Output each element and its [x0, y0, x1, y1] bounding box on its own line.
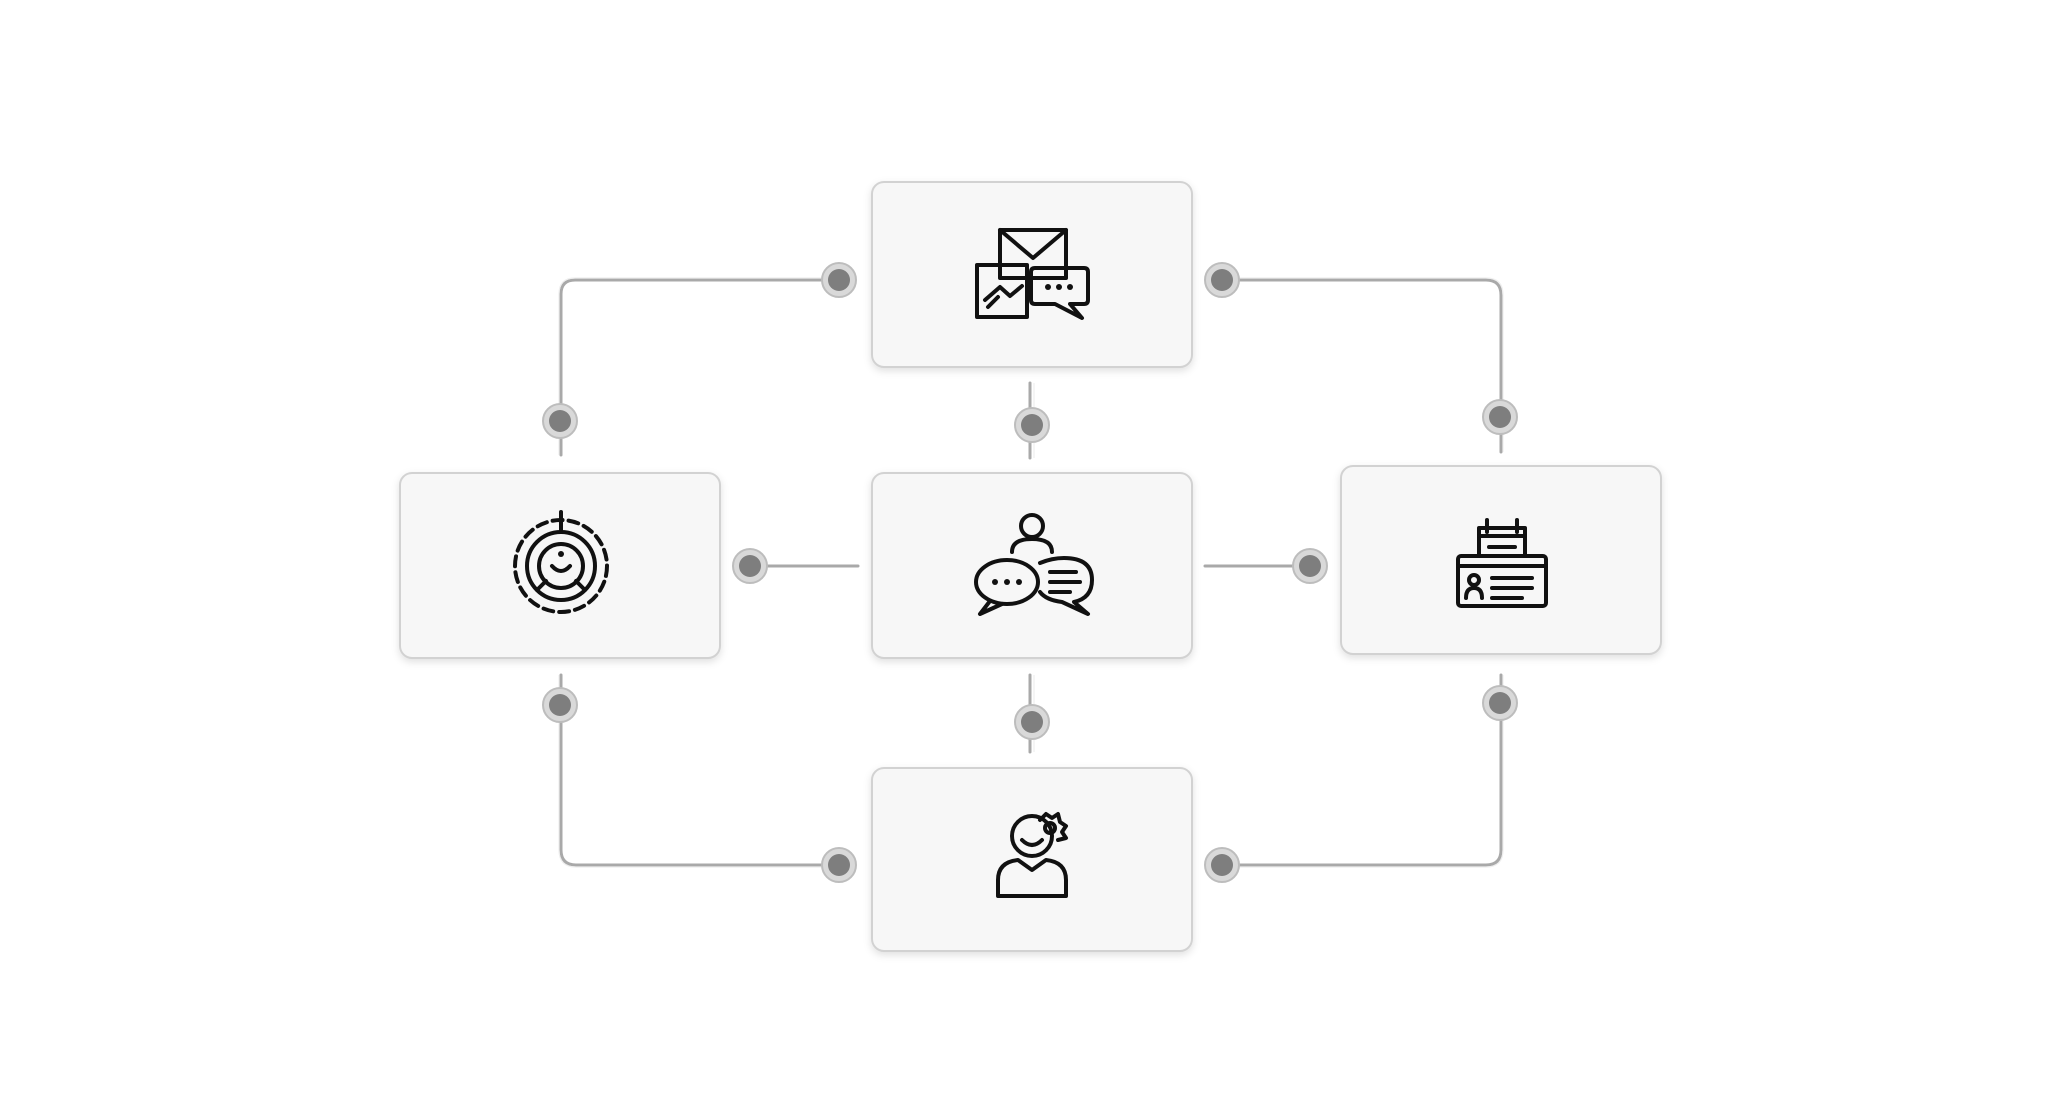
- cards: [399, 181, 1662, 952]
- node-left-lower: [542, 687, 578, 723]
- connector-top-left: [559, 278, 837, 457]
- node-top-right: [1204, 262, 1240, 298]
- node-left-center: [732, 548, 768, 584]
- card-center[interactable]: [871, 472, 1193, 659]
- email-chat-icon: [975, 228, 1090, 320]
- node-top-left: [821, 262, 857, 298]
- node-bottom-right: [1204, 847, 1240, 883]
- connector-top-right: [1223, 278, 1503, 454]
- node-center-upper: [1014, 407, 1050, 443]
- id-card-calendar-icon: [1456, 518, 1548, 608]
- card-left[interactable]: [399, 472, 721, 659]
- card-right[interactable]: [1340, 465, 1662, 655]
- node-bottom-left: [821, 847, 857, 883]
- node-right-upper: [1482, 399, 1518, 435]
- node-center-lower: [1014, 704, 1050, 740]
- connector-right-bottom: [1223, 673, 1503, 867]
- connector-nodes: [542, 262, 1518, 883]
- node-left-upper: [542, 403, 578, 439]
- node-right-lower: [1482, 685, 1518, 721]
- person-conversation-icon: [974, 513, 1094, 616]
- node-center-right: [1292, 548, 1328, 584]
- target-face-icon: [513, 510, 609, 614]
- person-gear-icon: [996, 812, 1068, 898]
- connectors: [558, 277, 1504, 868]
- card-bottom[interactable]: [871, 767, 1193, 952]
- connector-left-bottom: [559, 673, 837, 867]
